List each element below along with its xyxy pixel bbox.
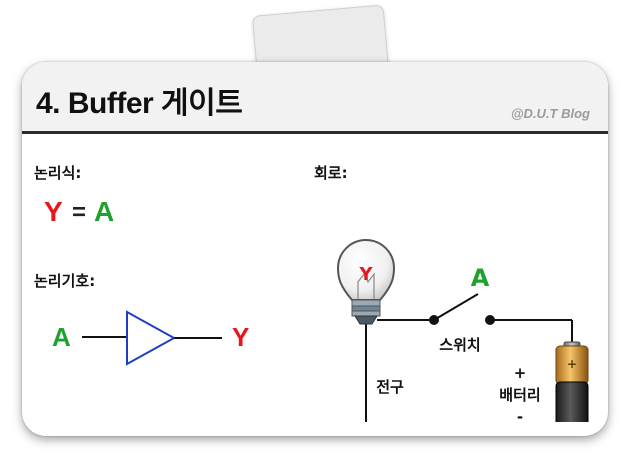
blog-watermark: @D.U.T Blog [510,106,590,121]
battery-minus-label: - [517,408,523,422]
gate-input-label: A [52,322,71,352]
light-bulb-icon [336,239,396,325]
switch-label: 스위치 [439,336,480,354]
expression-output: Y [44,196,63,227]
switch-lever [433,293,479,321]
buffer-gate-symbol [82,310,222,366]
header: 4. Buffer 게이트 @D.U.T Blog [22,62,608,134]
switch-letter: A [471,264,490,292]
expression-input: A [94,196,115,227]
symbol-label: 논리기호: [34,272,96,290]
circuit-diagram: + Y A 스위치 전구 + 배터리 - [336,239,589,422]
bulb-letter: Y [358,264,373,285]
card: 4. Buffer 게이트 @D.U.T Blog 논리식: Y = A 논리기… [22,62,608,436]
switch-contact-right [485,315,495,325]
circuit-label: 회로: [314,164,348,182]
page-title: 4. Buffer 게이트 [36,87,243,120]
bulb-label: 전구 [376,378,404,396]
buffer-triangle [126,310,177,366]
battery-plus-label: + [514,364,527,382]
expression-label: 논리식: [34,164,82,182]
battery-plus-marker: + [567,357,577,371]
battery-label: 배터리 [499,386,540,404]
expression-equals: = [72,199,87,226]
battery-icon: + [555,341,589,422]
gate-output-label: Y [232,322,250,352]
